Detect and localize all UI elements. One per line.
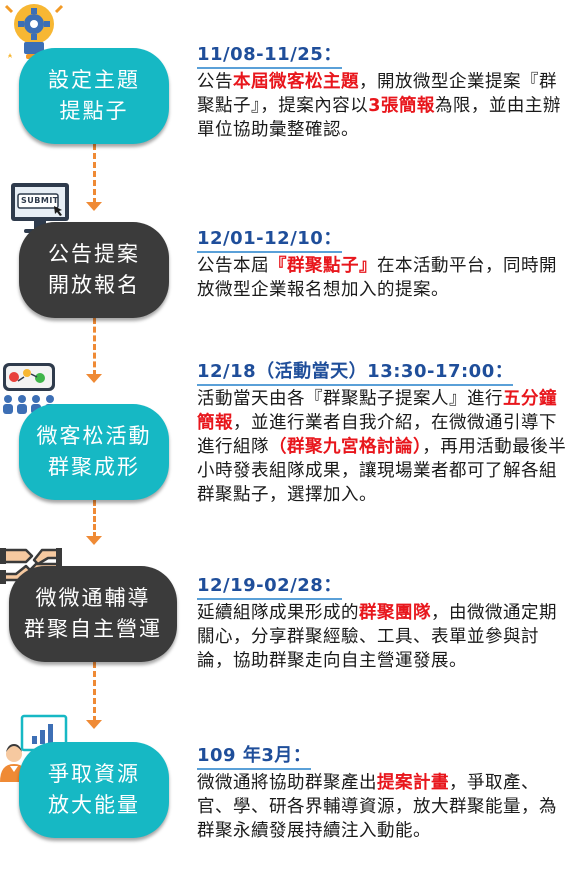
connector-3-4 [93, 500, 96, 538]
body-text: ，並進行業者自我介紹，在微微通引導下進行組隊 [197, 413, 557, 457]
step-3-description: 12/18（活動當天）13:30-17:00： 活動當天由各『群聚點子提案人』進… [197, 361, 567, 507]
highlight-text: 五分鐘簡報 [197, 389, 557, 433]
step-1-description: 11/08-11/25： 公告本屆微客松主題，開放微型企業提案『群聚點子』，提案… [197, 44, 567, 142]
step-5-description: 109 年3月： 微微通將協助群聚產出提案計畫，爭取產、官、學、研各界輔導資源，… [197, 745, 567, 843]
connector-2-3 [93, 318, 96, 376]
step-4-date: 12/19-02/28： [197, 575, 342, 600]
step-2-date: 12/01-12/10： [197, 228, 342, 253]
step-1-pill: 設定主題 提點子 [19, 48, 169, 144]
step-1-title-line-2: 提點子 [59, 99, 129, 123]
highlight-text: 提案計畫 [377, 773, 449, 793]
lightbulb-gear-icon [4, 4, 64, 59]
highlight-text: （群聚九宮格討論） [269, 437, 423, 457]
highlight-text: 群聚團隊 [359, 603, 431, 623]
step-1-body: 公告本屆微客松主題，開放微型企業提案『群聚點子』，提案內容以3張簡報為限，並由主… [197, 70, 567, 142]
step-3-title-line-2: 群聚成形 [48, 455, 140, 479]
step-5-body: 微微通將協助群聚產出提案計畫，爭取產、官、學、研各界輔導資源，放大群聚能量，為群… [197, 771, 567, 843]
step-3-body: 活動當天由各『群聚點子提案人』進行五分鐘簡報，並進行業者自我介紹，在微微通引導下… [197, 387, 567, 507]
arrow-1-2 [86, 202, 102, 211]
body-text: ，開放微型企業提案『群聚點子』，提案內容以 [197, 72, 557, 116]
arrow-2-3 [86, 374, 102, 383]
body-text: ，由微微通定期關心，分享群聚經驗、工具、表單並參與討論，協助群聚走向自主營運發展… [197, 603, 557, 671]
body-text: 為限，並由主辦單位協助彙整確認。 [197, 96, 561, 140]
submit-monitor-icon: SUBMIT [10, 182, 72, 236]
body-text: ，爭取產、官、學、研各界輔導資源，放大群聚能量，為群聚永續發展持續注入動能。 [197, 773, 557, 841]
step-5-title-line-1: 爭取資源 [48, 762, 140, 786]
arrow-3-4 [86, 536, 102, 545]
body-text: 活動當天由各『群聚點子提案人』進行 [197, 389, 503, 409]
highlight-text: 『群聚點子』 [269, 256, 377, 276]
submit-icon-label: SUBMIT [21, 196, 59, 205]
step-4-title-line-2: 群聚自主營運 [24, 617, 162, 641]
highlight-text: 3張簡報 [368, 96, 435, 116]
step-2-pill: 公告提案 開放報名 [19, 222, 169, 318]
step-2-title-line-1: 公告提案 [48, 242, 140, 266]
step-5-pill: 爭取資源 放大能量 [19, 742, 169, 838]
step-5-title-line-2: 放大能量 [48, 793, 140, 817]
body-text: ，再用活動最後半小時發表組隊成果，讓現場業者都可了解各組群聚點子，選擇加入。 [197, 437, 567, 505]
connector-1-2 [93, 144, 96, 204]
step-3-date: 12/18（活動當天）13:30-17:00： [197, 361, 514, 386]
step-4-body: 延續組隊成果形成的群聚團隊，由微微通定期關心，分享群聚經驗、工具、表單並參與討論… [197, 601, 567, 673]
body-text: 公告本屆 [197, 256, 269, 276]
step-4-title-line-1: 微微通輔導 [35, 586, 151, 610]
step-2-title-line-2: 開放報名 [48, 273, 140, 297]
step-3-pill: 微客松活動 群聚成形 [19, 404, 169, 500]
body-text: 公告 [197, 72, 233, 92]
step-1-title-line-1: 設定主題 [48, 68, 140, 92]
arrow-4-5 [86, 720, 102, 729]
body-text: 在本活動平台，同時開放微型企業報名想加入的提案。 [197, 256, 557, 300]
step-5-date: 109 年3月： [197, 745, 312, 770]
step-2-body: 公告本屆『群聚點子』在本活動平台，同時開放微型企業報名想加入的提案。 [197, 254, 567, 302]
highlight-text: 本屆微客松主題 [233, 72, 359, 92]
step-4-pill: 微微通輔導 群聚自主營運 [9, 566, 177, 662]
step-1-date: 11/08-11/25： [197, 44, 342, 69]
step-2-description: 12/01-12/10： 公告本屆『群聚點子』在本活動平台，同時開放微型企業報名… [197, 228, 567, 302]
body-text: 延續組隊成果形成的 [197, 603, 359, 623]
body-text: 微微通將協助群聚產出 [197, 773, 377, 793]
step-3-title-line-1: 微客松活動 [36, 424, 152, 448]
step-4-description: 12/19-02/28： 延續組隊成果形成的群聚團隊，由微微通定期關心，分享群聚… [197, 575, 567, 673]
connector-4-5 [93, 662, 96, 722]
